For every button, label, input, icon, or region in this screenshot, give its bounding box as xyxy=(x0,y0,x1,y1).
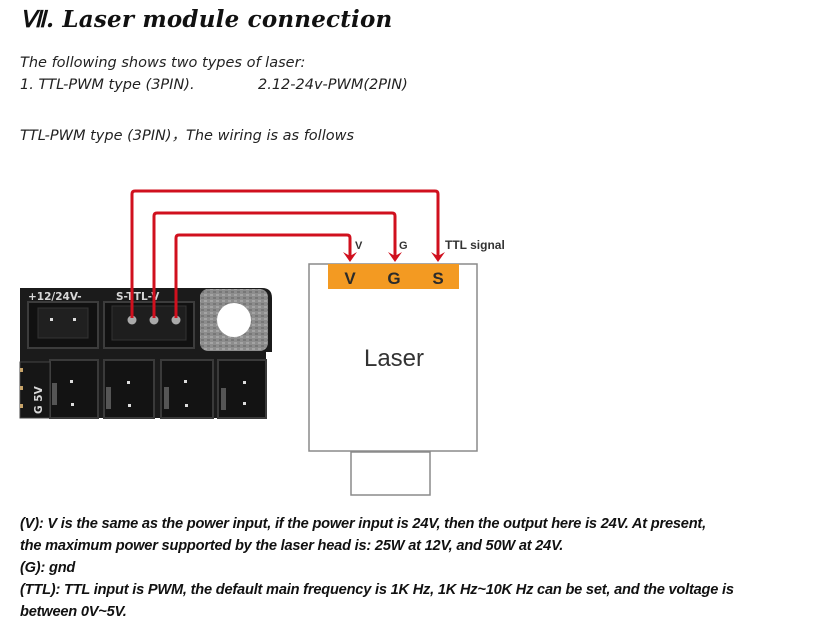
wire-ttl-signal xyxy=(130,189,440,318)
ttl-connector xyxy=(103,301,195,349)
note-v-line2: the maximum power supported by the laser… xyxy=(20,538,564,554)
pin-g xyxy=(149,315,159,325)
laser-type-1: 1. TTL-PWM type (3PIN). xyxy=(20,77,195,93)
section-heading: Ⅶ. Laser module connection xyxy=(20,6,392,33)
note-v-line1: (V): V is the same as the power input, i… xyxy=(20,516,706,532)
laser-label: Laser xyxy=(364,345,424,372)
wire-label-ttl: TTL signal xyxy=(445,238,505,252)
wiring-intro: TTL-PWM type (3PIN)，The wiring is as fol… xyxy=(20,128,355,144)
controller-board: +12/24V- S-TTL-V xyxy=(19,288,272,419)
wire-label-g: G xyxy=(399,240,408,252)
laser-type-2: 2.12-24v-PWM(2PIN) xyxy=(258,77,408,93)
wire-arrows xyxy=(343,252,445,262)
wire-voltage xyxy=(174,233,352,318)
power-connector xyxy=(27,301,99,349)
wire-label-v: V xyxy=(355,240,363,252)
pin-v xyxy=(171,315,181,325)
note-ttl-line2: between 0V~5V. xyxy=(20,604,127,620)
note-ttl-line1: (TTL): TTL input is PWM, the default mai… xyxy=(20,582,734,598)
laser-body xyxy=(308,263,478,452)
power-port-label: +12/24V- xyxy=(28,291,82,303)
wire-gnd xyxy=(152,211,397,318)
mounting-hole xyxy=(200,289,268,351)
wires xyxy=(130,189,440,318)
intro-line: The following shows two types of laser: xyxy=(20,55,306,71)
laser-types-line: 1. TTL-PWM type (3PIN). 2.12-24v-PWM(2PIN… xyxy=(20,77,408,93)
laser-module: Laser V G S xyxy=(308,263,478,496)
arrow-s-icon xyxy=(431,252,445,262)
side-header: G 5V xyxy=(19,361,51,419)
arrow-g-icon xyxy=(388,252,402,262)
note-g: (G): gnd xyxy=(20,560,76,576)
section-numeral: Ⅶ xyxy=(20,7,46,32)
pin-notes: (V): V is the same as the power input, i… xyxy=(20,513,825,623)
pin-label-v: V xyxy=(344,269,356,288)
pin-label-s: S xyxy=(432,269,443,288)
section-heading-text: . Laser module connection xyxy=(45,6,393,33)
laser-lens xyxy=(350,451,431,496)
arrow-v-icon xyxy=(343,252,357,262)
lower-connectors xyxy=(49,359,267,419)
pin-label-g: G xyxy=(387,269,400,288)
side-header-label: G 5V xyxy=(33,385,45,414)
pin-header-bar xyxy=(328,264,459,289)
pin-s xyxy=(127,315,137,325)
ttl-port-label: S-TTL-V xyxy=(116,291,160,303)
